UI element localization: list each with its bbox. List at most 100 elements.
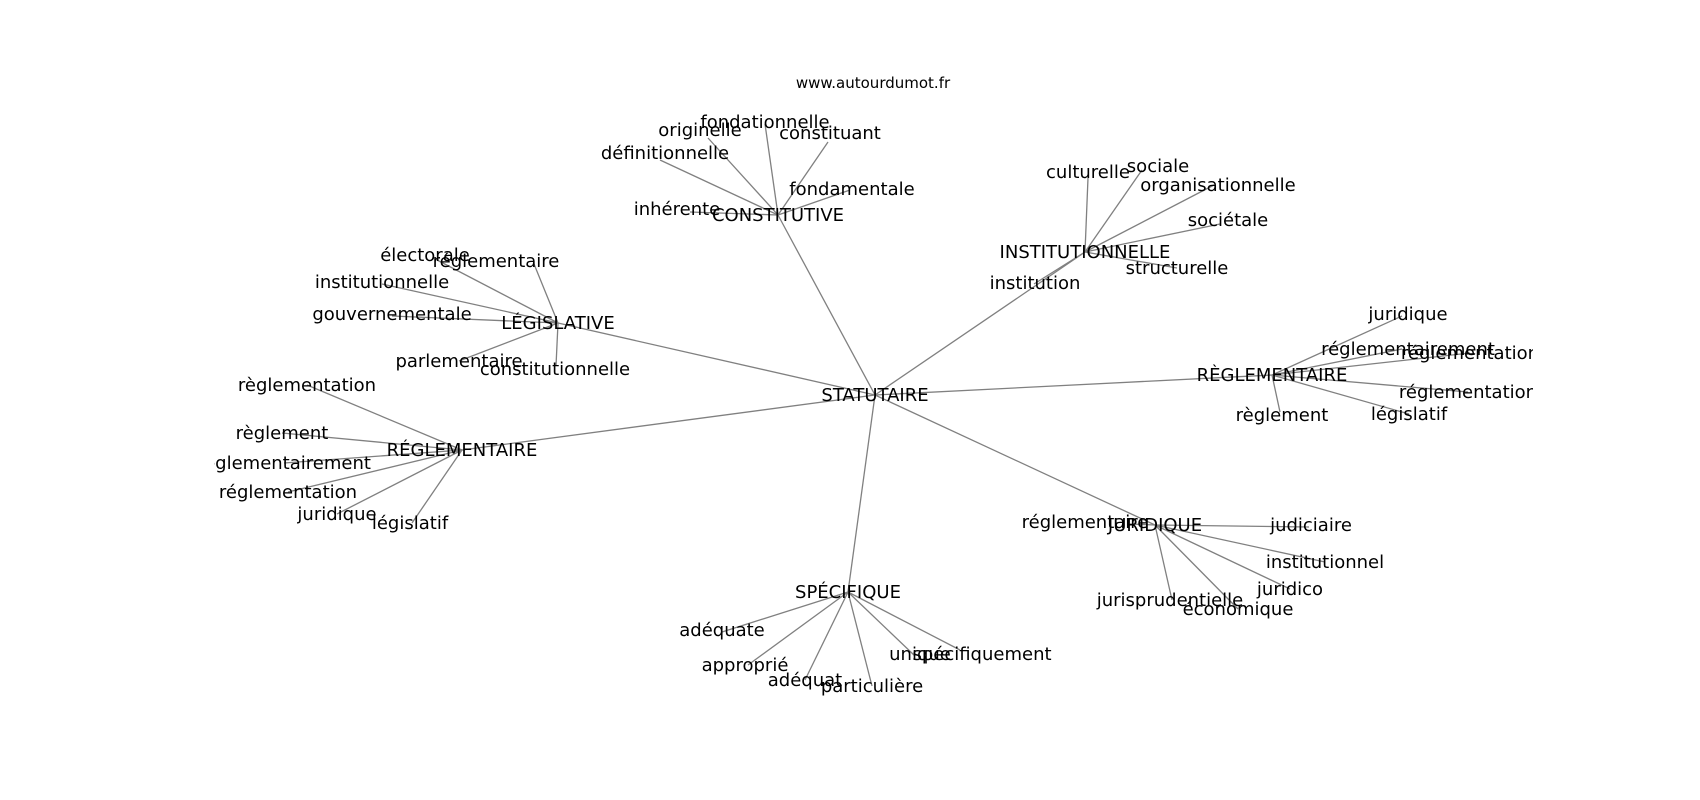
leaf-node-constitutive-2: constituant [779, 123, 881, 144]
leaf-node-legislative-5: constitutionnelle [480, 359, 630, 380]
edge-juridique-0 [1129, 523, 1156, 526]
edge-legislative-1 [533, 263, 559, 324]
leaf-node-institutionnelle-1: sociale [1127, 156, 1189, 177]
edge-juridique-1 [1154, 524, 1310, 528]
edge-reglementaire-aigu-4 [336, 449, 463, 515]
edge-juridique-3 [1154, 524, 1291, 590]
edge-reglementaire-aigu-3 [287, 449, 463, 493]
leaf-node-legislative-3: gouvernementale [312, 304, 471, 325]
graph-labels: STATUTAIRE CONSTITUTIVE fondationnelleorig… [197, 112, 1539, 697]
leaf-node-juridique-0: réglementaire [1022, 512, 1149, 533]
edge-institutionnelle-3 [1084, 223, 1221, 253]
center-node: STATUTAIRE [821, 385, 928, 406]
hub-node-specifique: SPÉCIFIQUE [795, 581, 901, 603]
hub-node-reglementaire-grave: RÈGLEMENTAIRE [1197, 364, 1348, 386]
leaf-node-institutionnelle-0: culturelle [1046, 162, 1130, 183]
leaf-node-specifique-1: approprié [702, 655, 789, 676]
edge-specifique-2 [804, 591, 849, 681]
leaf-node-institutionnelle-3: sociétale [1188, 210, 1269, 231]
leaf-node-constitutive-0: fondationnelle [700, 112, 829, 133]
leaf-node-legislative-2: institutionnelle [315, 272, 449, 293]
edge-reglementaire-grave-0 [1271, 315, 1403, 376]
leaf-node-reglementaire-grave-5: règlement [1236, 405, 1329, 426]
edge-institutionnelle-5 [1033, 251, 1086, 285]
edge-constitutive-1 [707, 137, 779, 216]
edge-reglementaire-grave-3 [1271, 374, 1469, 393]
hub-node-legislative: LÉGISLATIVE [501, 312, 614, 334]
leaf-node-legislative-4: parlementaire [395, 351, 522, 372]
edge-legislative-4 [458, 322, 559, 362]
edge-legislative-3 [391, 315, 559, 324]
leaf-node-specifique-4: unique [889, 644, 951, 665]
edge-specifique-4 [847, 591, 916, 657]
edge-constitutive-3 [659, 159, 779, 216]
leaf-node-legislative-0: électorale [380, 245, 470, 266]
leaf-node-juridique-4: jurisprudentielle [1096, 590, 1244, 611]
hub-node-institutionnelle: INSTITUTIONNELLE [1000, 242, 1171, 263]
leaf-node-reglementaire-aigu-2: réglementairement [197, 453, 371, 474]
edge-specifique-0 [721, 591, 849, 633]
leaf-node-specifique-5: spécifiquement [912, 644, 1051, 665]
edge-legislative-0 [436, 259, 559, 324]
leaf-node-reglementaire-grave-4: législatif [1371, 404, 1448, 425]
edge-institutionnelle-0 [1084, 177, 1089, 253]
edge-specifique-3 [847, 591, 873, 687]
edge-reglementaire-aigu-2 [283, 449, 463, 464]
leaf-node-institutionnelle-4: structurelle [1126, 258, 1229, 279]
leaf-node-reglementaire-grave-0: juridique [1367, 304, 1447, 325]
edge-constitutive-4 [777, 189, 851, 216]
edge-center-constitutive [777, 214, 876, 396]
leaf-node-reglementaire-grave-2: réglementation [1401, 343, 1539, 364]
edge-institutionnelle-4 [1084, 251, 1178, 269]
hub-node-constitutive: CONSTITUTIVE [712, 205, 844, 226]
leaf-node-juridique-3: juridico [1256, 579, 1323, 600]
leaf-node-juridique-1: judiciaire [1269, 515, 1352, 536]
graph-edges [281, 123, 1471, 687]
edge-specifique-5 [847, 591, 961, 651]
edge-institutionnelle-1 [1084, 169, 1143, 253]
edge-legislative-5 [555, 322, 559, 367]
edge-center-institutionnelle [874, 251, 1086, 396]
edge-center-juridique [874, 394, 1156, 526]
edge-juridique-5 [1154, 524, 1239, 610]
leaf-node-constitutive-5: inhérente [634, 199, 721, 220]
edge-reglementaire-grave-5 [1271, 374, 1281, 413]
leaf-node-specifique-3: particulière [821, 676, 923, 697]
edge-specifique-1 [747, 591, 849, 666]
edge-center-reglementaire-aigu [461, 394, 876, 451]
leaf-node-constitutive-4: fondamentale [789, 179, 914, 200]
edge-constitutive-2 [777, 141, 829, 216]
edge-juridique-4 [1154, 524, 1173, 601]
leaf-node-specifique-2: adéquat [768, 670, 842, 691]
leaf-node-reglementaire-aigu-5: législatif [372, 513, 449, 534]
leaf-node-reglementaire-grave-1: réglementairement [1321, 339, 1495, 360]
edge-constitutive-5 [689, 211, 779, 216]
hub-node-juridique: JURIDIQUE [1107, 515, 1202, 536]
leaf-node-constitutive-1: originelle [658, 120, 741, 141]
edge-reglementaire-grave-4 [1271, 374, 1410, 415]
edge-reglementaire-grave-2 [1271, 352, 1471, 376]
edge-constitutive-0 [764, 123, 779, 216]
leaf-node-juridique-2: institutionnel [1266, 552, 1384, 573]
watermark: www.autourdumot.fr [796, 74, 951, 92]
leaf-node-institutionnelle-5: institution [990, 273, 1081, 294]
leaf-node-legislative-1: réglementaire [433, 251, 560, 272]
leaf-node-juridique-5: économique [1183, 599, 1294, 620]
leaf-node-reglementaire-aigu-4: juridique [296, 504, 376, 525]
leaf-node-reglementaire-aigu-1: règlement [236, 423, 329, 444]
leaf-node-reglementaire-grave-3: réglementation [1399, 382, 1537, 403]
hub-node-reglementaire-aigu: RÉGLEMENTAIRE [387, 439, 538, 461]
edge-reglementaire-grave-1 [1271, 348, 1403, 376]
edge-center-specifique [847, 394, 876, 593]
edge-center-reglementaire-grave [874, 374, 1273, 396]
edge-center-legislative [557, 322, 876, 396]
edge-reglementaire-aigu-5 [411, 449, 463, 524]
edge-reglementaire-aigu-0 [306, 384, 463, 451]
edge-reglementaire-aigu-1 [281, 432, 463, 451]
leaf-node-reglementaire-aigu-3: réglementation [219, 482, 357, 503]
leaf-node-specifique-0: adéquate [679, 620, 765, 641]
leaf-node-institutionnelle-2: organisationnelle [1140, 175, 1295, 196]
leaf-node-constitutive-3: définitionnelle [601, 143, 729, 164]
edge-juridique-2 [1154, 524, 1326, 563]
edge-institutionnelle-2 [1084, 184, 1215, 253]
